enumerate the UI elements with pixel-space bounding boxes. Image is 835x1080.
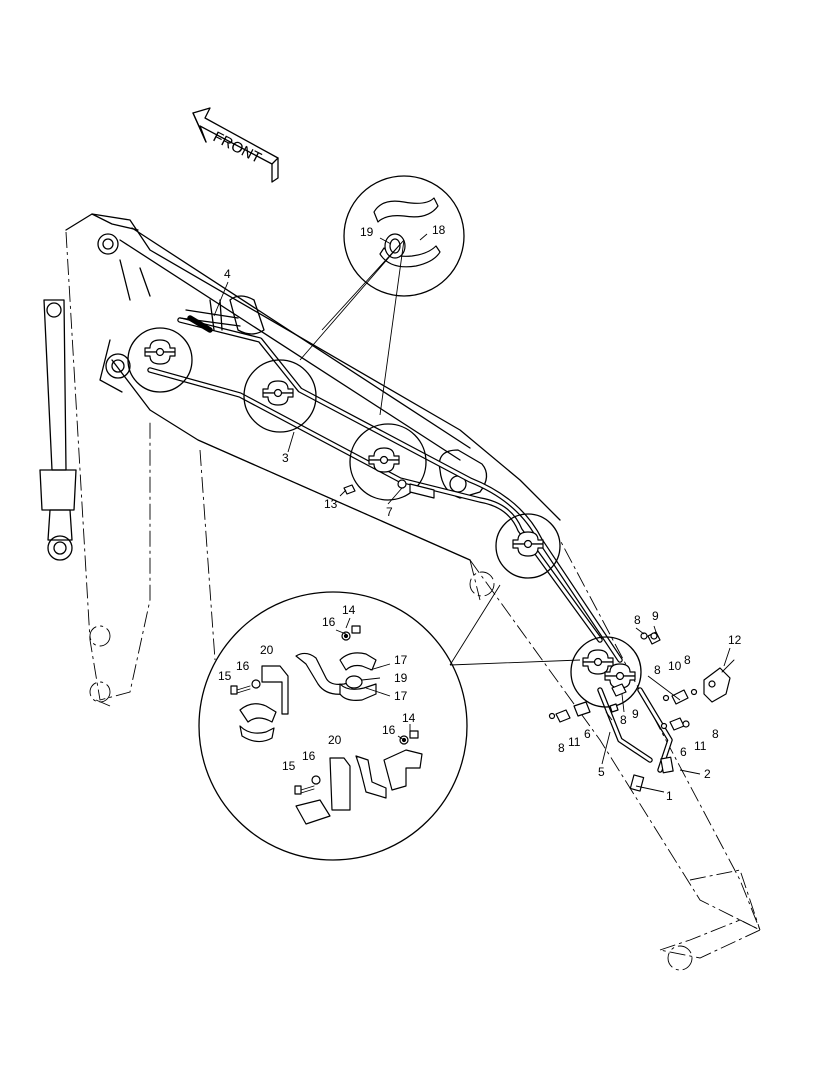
hydraulic-lines (147, 299, 674, 792)
callout-8-b: 8 (654, 663, 661, 677)
boom-structure (39, 213, 762, 971)
callout-14-b: 14 (402, 711, 416, 725)
callout-13: 13 (324, 497, 338, 511)
callout-17-b: 17 (394, 689, 408, 703)
callout-8-c: 8 (684, 653, 691, 667)
callout-9-a: 9 (652, 609, 659, 623)
front-label: FRONT (210, 128, 264, 167)
callout-8-e: 8 (558, 741, 565, 755)
callout-16-d: 16 (302, 749, 316, 763)
callout-16-c: 16 (382, 723, 396, 737)
callout-labels: 19 18 4 3 13 7 14 16 20 17 16 15 19 17 1… (218, 223, 742, 803)
callout-11-a: 11 (568, 735, 581, 749)
callout-10: 10 (668, 659, 682, 673)
callout-8-d: 8 (620, 713, 627, 727)
callout-2: 2 (704, 767, 711, 781)
callout-15-a: 15 (218, 669, 232, 683)
callout-15-b: 15 (282, 759, 296, 773)
callout-6-b: 6 (680, 745, 687, 759)
callout-16-b: 16 (236, 659, 250, 673)
callout-14-a: 14 (342, 603, 356, 617)
front-arrow: FRONT (192, 107, 279, 183)
callout-16-a: 16 (322, 615, 336, 629)
callout-5: 5 (598, 765, 605, 779)
callout-11-b: 11 (694, 739, 707, 753)
callout-19-detail: 19 (360, 225, 374, 239)
fittings-right (343, 479, 735, 731)
callout-18-detail: 18 (432, 223, 446, 237)
clamp-detail-circles (127, 327, 642, 708)
callout-17-a: 17 (394, 653, 408, 667)
callout-3: 3 (282, 451, 289, 465)
callout-6-a: 6 (584, 727, 591, 741)
callout-7: 7 (386, 505, 393, 519)
callout-leaders (213, 281, 731, 793)
callout-19-b: 19 (394, 671, 408, 685)
callout-9-b: 9 (632, 707, 639, 721)
callout-8-f: 8 (712, 727, 719, 741)
callout-8-a: 8 (634, 613, 641, 627)
detail-circle-top (299, 175, 465, 416)
callout-12: 12 (728, 633, 742, 647)
callout-1: 1 (666, 789, 673, 803)
callout-20-b: 20 (328, 733, 342, 747)
callout-20-a: 20 (260, 643, 274, 657)
detail-circle-large (198, 584, 581, 861)
callout-4: 4 (224, 267, 231, 281)
